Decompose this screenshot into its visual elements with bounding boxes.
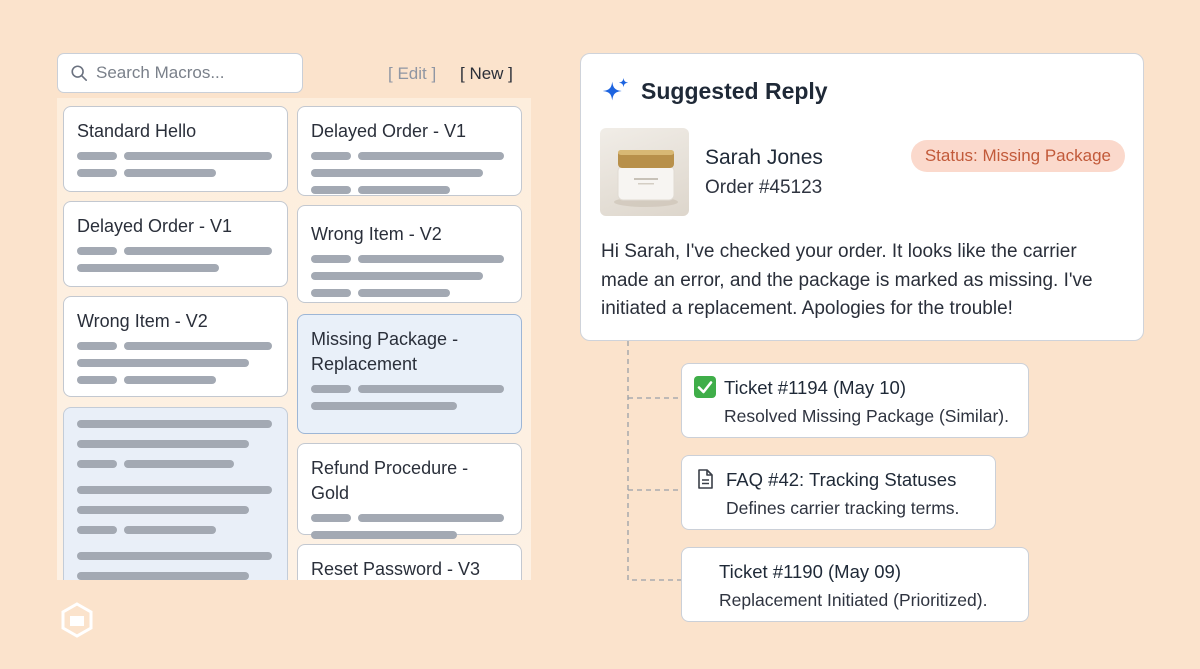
- macro-title: Wrong Item - V2: [77, 311, 208, 331]
- macro-title: Missing Package - Replacement: [311, 329, 459, 374]
- document-icon: [698, 469, 713, 489]
- reference-title: FAQ #42: Tracking Statuses: [726, 469, 957, 490]
- macro-title: Delayed Order - V1: [77, 216, 233, 236]
- macro-card-delayed-order-v1-alt[interactable]: Delayed Order - V1: [297, 106, 522, 196]
- macro-title: Refund Procedure - Gold: [311, 458, 469, 503]
- macro-card-wrong-item-v2[interactable]: Wrong Item - V2: [63, 296, 288, 397]
- check-icon: [694, 376, 716, 398]
- macro-title: Delayed Order - V1: [311, 121, 467, 141]
- reference-description: Resolved Missing Package (Similar).: [724, 406, 1009, 426]
- macro-card-standard-hello[interactable]: Standard Hello: [63, 106, 288, 192]
- new-button[interactable]: [ New ]: [460, 64, 513, 83]
- macro-card-delayed-order-v1[interactable]: Delayed Order - V1: [63, 201, 288, 287]
- suggested-reply-card: Suggested Reply Sarah Jones Order #45123…: [580, 53, 1144, 341]
- macro-card-missing-package-replacement[interactable]: Missing Package - Replacement: [297, 314, 522, 434]
- reference-ticket-1190[interactable]: Ticket #1190 (May 09) Replacement Initia…: [681, 547, 1029, 622]
- brand-logo-icon: [61, 602, 93, 638]
- macro-card-reset-password-v3[interactable]: Reset Password - V3: [297, 544, 522, 580]
- customer-name: Sarah Jones: [705, 146, 823, 169]
- reply-message: Hi Sarah, I've checked your order. It lo…: [601, 241, 1093, 319]
- macro-title: Standard Hello: [77, 121, 197, 141]
- order-number: Order #45123: [705, 177, 823, 198]
- search-input[interactable]: [96, 63, 286, 83]
- edit-button[interactable]: [ Edit ]: [388, 64, 437, 83]
- search-macros-field[interactable]: [57, 53, 303, 93]
- reference-description: Defines carrier tracking terms.: [726, 498, 960, 518]
- status-badge: Status: Missing Package: [910, 140, 1125, 172]
- macro-card-refund-procedure-gold[interactable]: Refund Procedure - Gold: [297, 443, 522, 539]
- reference-ticket-1194[interactable]: Ticket #1194 (May 10) Resolved Missing P…: [681, 363, 1029, 438]
- reference-title: Ticket #1190 (May 09): [719, 561, 901, 582]
- macro-card-placeholder[interactable]: [63, 407, 288, 580]
- reply-header: Suggested Reply: [601, 76, 828, 106]
- macro-list[interactable]: Standard Hello Delayed Order - V1 Wrong …: [57, 98, 531, 580]
- sparkle-icon: [602, 77, 629, 101]
- reference-faq-42[interactable]: FAQ #42: Tracking Statuses Defines carri…: [681, 455, 996, 530]
- search-icon: [71, 65, 88, 82]
- macro-card-wrong-item-v2-alt[interactable]: Wrong Item - V2: [297, 205, 522, 303]
- macro-title: Wrong Item - V2: [311, 224, 442, 244]
- reply-title: Suggested Reply: [641, 77, 828, 104]
- macro-title: Reset Password - V3: [311, 559, 481, 579]
- reference-title: Ticket #1194 (May 10): [724, 377, 906, 398]
- reference-description: Replacement Initiated (Prioritized).: [719, 590, 988, 610]
- product-image: [600, 128, 689, 216]
